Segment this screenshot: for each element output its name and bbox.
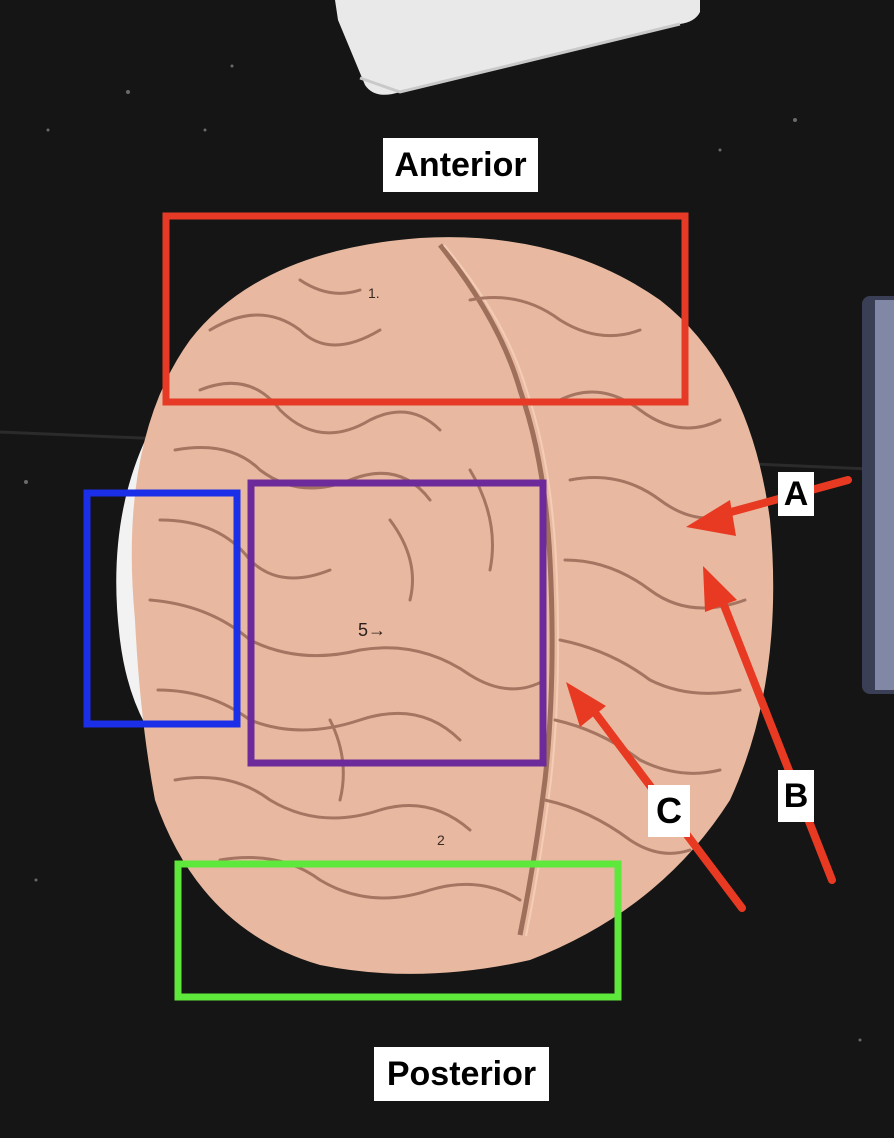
table-specks [24,64,862,1042]
longitudinal-fissure [438,243,555,936]
plastic-container [335,0,700,95]
arrow-a-label: A [778,472,814,516]
red-region-box [162,212,689,406]
marking-center: 5→ [358,620,386,640]
purple-region-box [247,479,547,767]
edge-object [862,296,894,694]
anterior-label: Anterior [383,138,538,192]
green-region-box [174,860,622,1001]
arrow-b-label: B [778,770,814,822]
posterior-label: Posterior [374,1047,549,1101]
arrow-b [703,566,836,884]
marking-frontal: 1. [368,285,380,301]
brain-model: 1. 5→ 2 [131,237,774,974]
blue-region-box [83,489,241,728]
arrow-c-label: C [648,785,690,837]
marking-occipital: 2 [437,832,445,848]
